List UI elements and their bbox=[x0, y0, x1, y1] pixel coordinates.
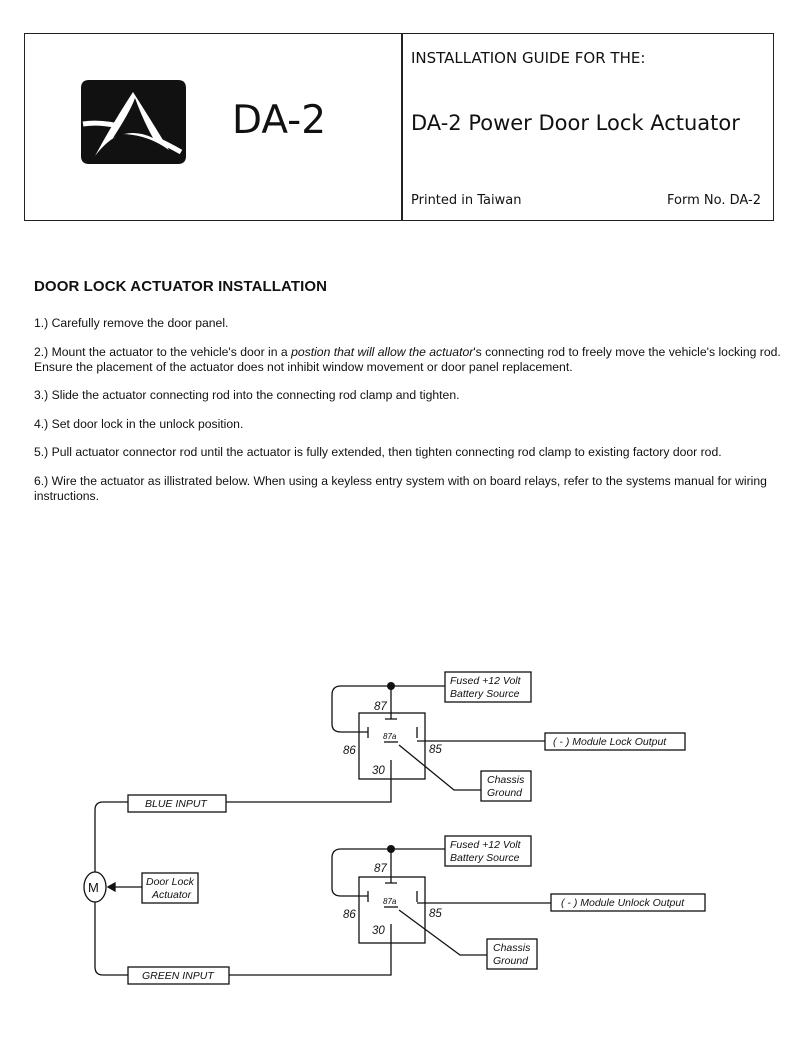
product-title: DA-2 Power Door Lock Actuator bbox=[411, 111, 740, 135]
lock-pin-30: 30 bbox=[372, 765, 385, 777]
unlock-ground-line bbox=[398, 909, 487, 956]
lock-battery-label-1: Fused +12 Volt bbox=[450, 675, 522, 687]
unlock-relay-87-feed bbox=[385, 848, 397, 884]
lock-relay-87-feed bbox=[385, 685, 397, 720]
step-6: 6.) Wire the actuator as illistrated bel… bbox=[34, 474, 790, 504]
unlock-relay-86-loop bbox=[331, 848, 391, 902]
unlock-battery-label-2: Battery Source bbox=[450, 852, 520, 864]
header-box: DA-2 INSTALLATION GUIDE FOR THE: DA-2 Po… bbox=[24, 33, 774, 221]
lock-pin-86: 86 bbox=[343, 745, 356, 757]
lock-ground-line bbox=[398, 744, 481, 791]
lock-ground-label-2: Ground bbox=[487, 787, 523, 799]
unlock-battery-label-1: Fused +12 Volt bbox=[450, 839, 522, 851]
unlock-output-box bbox=[550, 893, 706, 912]
unlock-ground-label-2: Ground bbox=[493, 955, 529, 967]
unlock-pin-85: 85 bbox=[429, 908, 442, 920]
printed-in: Printed in Taiwan bbox=[411, 193, 522, 208]
unlock-relay-30 bbox=[229, 924, 392, 976]
actuator-label-2: Actuator bbox=[151, 889, 192, 901]
lock-relay-85 bbox=[416, 727, 545, 742]
unlock-relay-body bbox=[358, 876, 426, 944]
step-text: 4.) Set door lock in the unlock position… bbox=[34, 416, 244, 431]
unlock-battery-box bbox=[444, 835, 532, 867]
step-4: 4.) Set door lock in the unlock position… bbox=[34, 417, 790, 432]
motor-icon bbox=[83, 871, 107, 903]
blue-input-box bbox=[127, 794, 227, 813]
unlock-pin-87: 87 bbox=[374, 863, 387, 875]
lock-battery-box bbox=[444, 671, 532, 703]
step-text-continued: 's connecting rod to freely move the veh… bbox=[34, 344, 781, 374]
step-5: 5.) Pull actuator connector rod until th… bbox=[34, 445, 790, 460]
step-text: 2.) Mount the actuator to the vehicle's … bbox=[34, 344, 292, 359]
green-input-label: GREEN INPUT bbox=[142, 970, 215, 982]
actuator-label-box bbox=[141, 872, 199, 904]
blue-wire bbox=[94, 801, 128, 872]
step-emphasis: postion that will allow the actuator bbox=[291, 344, 474, 359]
lock-relay-30 bbox=[226, 760, 392, 803]
lock-battery-label-2: Battery Source bbox=[450, 688, 520, 700]
lock-ground-box bbox=[480, 770, 532, 802]
lock-relay-86-loop bbox=[331, 685, 391, 738]
step-1: 1.) Carefully remove the door panel. bbox=[34, 316, 790, 331]
lock-relay-body bbox=[358, 712, 426, 780]
unlock-relay: Fused +12 Volt Battery Source ( - ) Modu… bbox=[229, 835, 706, 976]
unlock-output-label: ( - ) Module Unlock Output bbox=[561, 897, 685, 909]
lock-relay: Fused +12 Volt Battery Source ( - ) Modu… bbox=[226, 671, 686, 803]
arrow-head-icon bbox=[106, 881, 116, 893]
model-name: DA-2 bbox=[232, 98, 327, 143]
step-3: 3.) Slide the actuator connecting rod in… bbox=[34, 388, 790, 403]
actuator-wiring: BLUE INPUT GREEN INPUT M Door Lock Actua… bbox=[83, 794, 230, 985]
delta-logo-icon bbox=[81, 80, 186, 164]
motor-symbol: M bbox=[88, 880, 99, 895]
lock-pin-87a: 87a bbox=[383, 732, 397, 741]
step-text: 1.) Carefully remove the door panel. bbox=[34, 316, 229, 330]
step-text: 3.) Slide the actuator connecting rod in… bbox=[34, 388, 460, 402]
unlock-ground-box bbox=[486, 938, 538, 970]
section-heading: DOOR LOCK ACTUATOR INSTALLATION bbox=[34, 278, 328, 295]
blue-input-label: BLUE INPUT bbox=[145, 798, 208, 810]
unlock-pin-86: 86 bbox=[343, 909, 356, 921]
unlock-pin-87a: 87a bbox=[383, 897, 397, 906]
lock-pin-85: 85 bbox=[429, 744, 442, 756]
lock-ground-label-1: Chassis bbox=[487, 774, 525, 786]
header-divider bbox=[401, 34, 403, 220]
unlock-relay-85 bbox=[416, 891, 551, 904]
unlock-pin-30: 30 bbox=[372, 925, 385, 937]
actuator-label-1: Door Lock bbox=[146, 876, 195, 888]
unlock-ground-label-1: Chassis bbox=[493, 942, 531, 954]
step-text: 5.) Pull actuator connector rod until th… bbox=[34, 445, 722, 459]
step-text: 6.) Wire the actuator as illistrated bel… bbox=[34, 473, 767, 503]
lock-output-label: ( - ) Module Lock Output bbox=[553, 736, 667, 748]
green-wire bbox=[94, 902, 128, 976]
installation-steps: 1.) Carefully remove the door panel. 2.)… bbox=[34, 316, 790, 517]
wiring-diagram: Fused +12 Volt Battery Source ( - ) Modu… bbox=[83, 671, 706, 985]
lock-output-box bbox=[544, 732, 686, 751]
step-2: 2.) Mount the actuator to the vehicle's … bbox=[34, 345, 790, 375]
guide-label: INSTALLATION GUIDE FOR THE: bbox=[411, 49, 646, 67]
form-number: Form No. DA-2 bbox=[667, 193, 761, 208]
lock-pin-87: 87 bbox=[374, 701, 387, 713]
